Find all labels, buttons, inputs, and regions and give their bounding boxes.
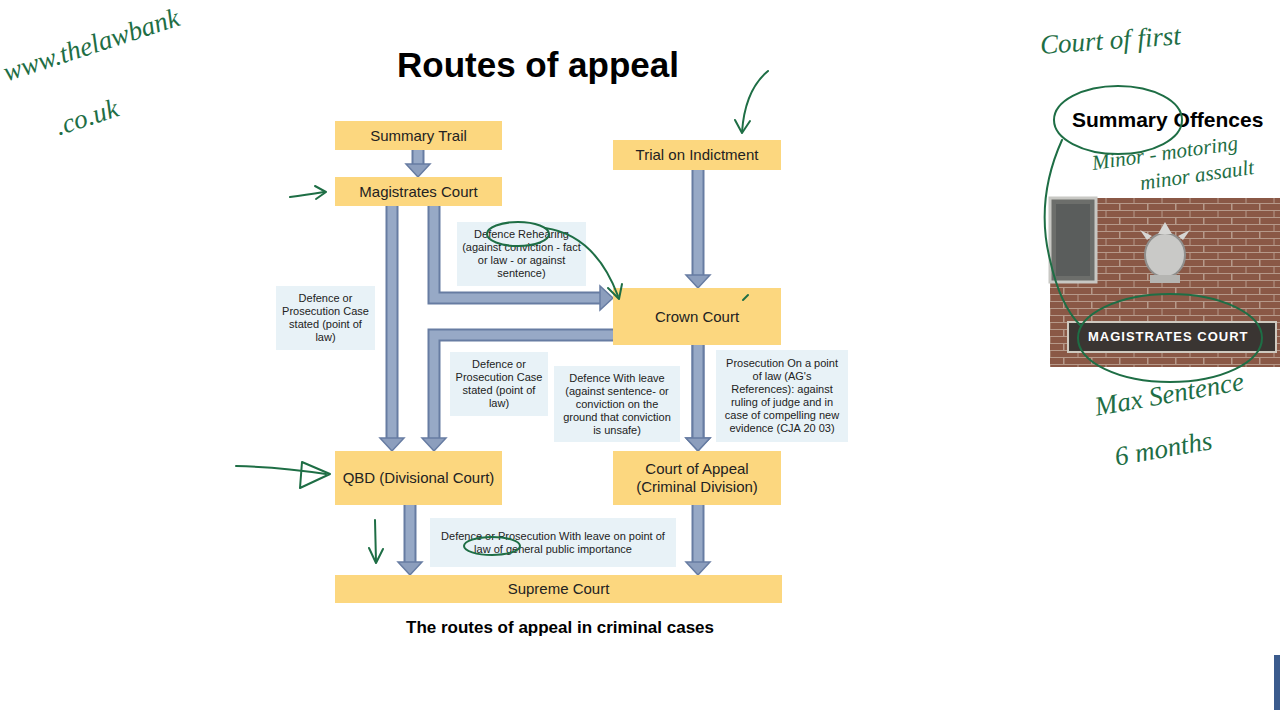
court-name: Summary Trail bbox=[370, 127, 467, 145]
appeal-arrow bbox=[686, 345, 710, 451]
court-name: QBD (Divisional Court) bbox=[343, 469, 495, 487]
pen-arrowhead bbox=[369, 548, 383, 563]
arrow-shaft bbox=[388, 206, 397, 439]
appeal-arrow bbox=[686, 170, 710, 288]
arrow-shaft-outline bbox=[404, 505, 417, 563]
slide-heading: Summary Offences bbox=[1072, 107, 1263, 133]
handwritten-note: www.thelawbank bbox=[0, 2, 183, 87]
pen-arrow bbox=[236, 466, 326, 474]
arrow-head bbox=[422, 438, 446, 451]
arrow-head bbox=[398, 562, 422, 575]
appeal-arrow bbox=[686, 345, 710, 451]
handwritten-note: .co.uk bbox=[51, 93, 122, 141]
court-photo bbox=[1050, 198, 1280, 367]
arrow-shaft-outline bbox=[434, 206, 601, 298]
court-box: Summary Trail bbox=[335, 121, 502, 150]
appeal-route-label: Prosecution On a point of law (AG's Refe… bbox=[716, 350, 848, 442]
arrow-shaft bbox=[434, 206, 601, 298]
court-box: Court of Appeal (Criminal Division) bbox=[613, 451, 781, 505]
appeal-arrow bbox=[380, 206, 404, 451]
sign-text: MAGISTRATES COURT bbox=[1088, 329, 1248, 345]
pen-arrow bbox=[742, 71, 768, 132]
appeal-arrow bbox=[406, 150, 430, 177]
arrow-head bbox=[600, 286, 613, 310]
crest-detail bbox=[1140, 222, 1190, 240]
court-name: Court of Appeal (Criminal Division) bbox=[619, 460, 775, 496]
pen-tick bbox=[743, 295, 748, 300]
arrow-shaft bbox=[694, 345, 703, 439]
court-box: Crown Court bbox=[613, 288, 781, 345]
court-box: Trial on Indictment bbox=[613, 140, 781, 170]
pen-arrow bbox=[290, 192, 324, 197]
arrow-head bbox=[686, 562, 710, 575]
arrow-shaft-outline bbox=[692, 345, 705, 439]
arrow-shaft-outline bbox=[412, 150, 425, 165]
pen-curve bbox=[1045, 140, 1080, 325]
window bbox=[1050, 198, 1096, 282]
arrow-head bbox=[380, 438, 404, 451]
court-name: Crown Court bbox=[655, 308, 739, 326]
pen-circle bbox=[1054, 86, 1182, 154]
arrow-head bbox=[686, 438, 710, 451]
arrow-shaft bbox=[694, 505, 703, 563]
appeal-route-label: Defence or Prosecution Case stated (poin… bbox=[450, 352, 548, 416]
arrow-shaft bbox=[694, 170, 703, 276]
pen-arrowhead bbox=[608, 284, 622, 299]
pen-arrowhead bbox=[315, 186, 326, 199]
crest bbox=[1145, 233, 1185, 277]
pen-curve bbox=[545, 228, 618, 296]
pen-arrowhead bbox=[300, 462, 330, 488]
arrow-shaft-outline bbox=[692, 505, 705, 563]
crest-base bbox=[1150, 275, 1180, 283]
arrow-shaft-outline bbox=[692, 170, 705, 276]
arrow-shaft-outline bbox=[386, 206, 399, 439]
arrow-head bbox=[686, 438, 710, 451]
handwritten-note: 6 months bbox=[1112, 425, 1214, 472]
appeal-route-label: Defence or Prosecution Case stated (poin… bbox=[276, 286, 375, 350]
slide-edge-bar bbox=[1274, 655, 1280, 710]
court-sign bbox=[1068, 322, 1276, 352]
arrow-shaft bbox=[406, 505, 415, 563]
handwritten-note: Max Sentence bbox=[1092, 366, 1246, 422]
court-box: Supreme Court bbox=[335, 575, 782, 603]
appeal-arrow bbox=[686, 505, 710, 575]
appeal-route-label: Defence With leave (against sentence- or… bbox=[554, 366, 680, 442]
diagram-title: Routes of appeal bbox=[338, 45, 738, 85]
arrow-head bbox=[406, 164, 430, 177]
handwritten-heading: Court of first bbox=[1039, 20, 1182, 60]
court-box: QBD (Divisional Court) bbox=[335, 451, 502, 505]
arrow-shaft-outline bbox=[692, 345, 705, 439]
court-name: Trial on Indictment bbox=[636, 146, 759, 164]
court-box: Magistrates Court bbox=[335, 177, 502, 206]
arrow-head bbox=[686, 275, 710, 288]
pen-circle bbox=[487, 222, 549, 246]
pen-circle bbox=[1078, 294, 1262, 382]
arrow-shaft bbox=[414, 150, 423, 165]
appeal-route-label: Defence or Prosecution With leave on poi… bbox=[430, 518, 676, 567]
court-name: Magistrates Court bbox=[359, 183, 477, 201]
court-name: Supreme Court bbox=[508, 580, 610, 598]
appeal-arrow bbox=[398, 505, 422, 575]
pen-arrow bbox=[375, 520, 376, 562]
appeal-route-label: Defence Rehearing (against conviction - … bbox=[457, 222, 586, 286]
pen-arrowhead bbox=[735, 120, 750, 133]
window-glass bbox=[1056, 204, 1090, 276]
appeal-arrow bbox=[434, 206, 613, 310]
arrow-shaft bbox=[694, 345, 703, 439]
brick-wall bbox=[1050, 198, 1280, 367]
diagram-caption: The routes of appeal in criminal cases bbox=[310, 618, 810, 638]
pen-circle bbox=[464, 537, 520, 555]
